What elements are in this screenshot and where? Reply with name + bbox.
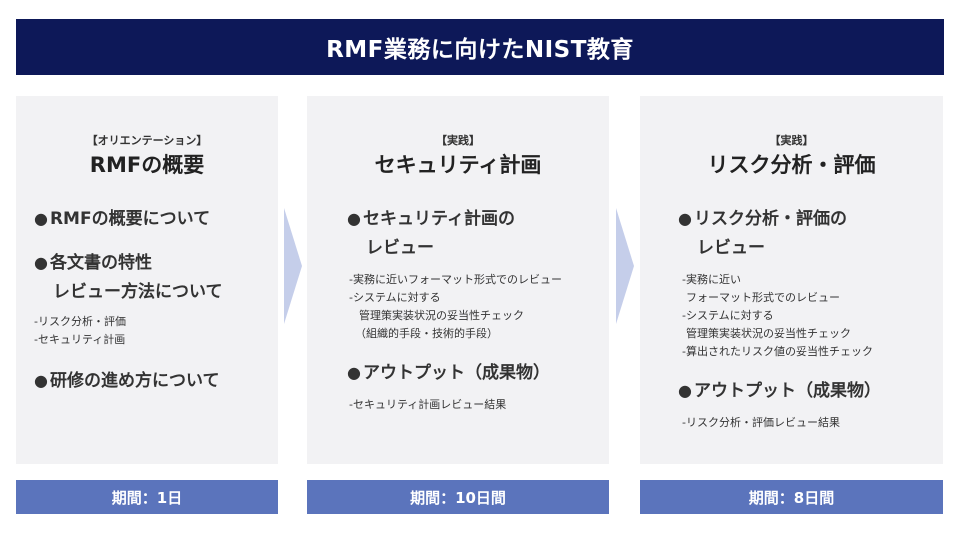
agenda-sub-item: 管理策実装状況の妥当性チェック [686,327,851,340]
chevron-right-icon [616,208,634,324]
card-security-plan: 【実践】 セキュリティ計画 ●セキュリティ計画の レビュー -実務に近いフォーマ… [307,96,609,464]
agenda-item-heading: リスク分析・評価の [693,209,847,229]
card-title: セキュリティ計画 [374,153,542,177]
bullet-icon: ● [34,253,48,272]
agenda-item-heading-cont: レビュー [697,238,765,258]
agenda-item: ●研修の進め方について [34,366,219,396]
page-title: RMF業務に向けたNIST教育 [326,37,634,63]
bullet-icon: ● [678,209,692,228]
period-label: 期間：10日間 [410,488,506,507]
period-bar: 期間：10日間 [307,480,609,514]
agenda-sub-item: -セキュリティ計画レビュー結果 [349,398,507,411]
period-label: 期間：8日間 [748,488,835,507]
bullet-icon: ● [347,363,361,382]
period-bar: 期間：1日 [16,480,278,514]
card-title: RMFの概要 [89,153,205,177]
chevron-right-icon [284,208,302,324]
card-title: リスク分析・評価 [707,153,876,177]
agenda-item-heading: 研修の進め方について [49,371,220,391]
agenda-sub-item: -システムに対する [682,309,774,322]
card-tag: 【オリエンテーション】 [86,134,208,147]
page-title-banner: RMF業務に向けたNIST教育 [16,19,944,75]
agenda-item: ●各文書の特性 レビュー方法について -リスク分析・評価 -セキュリティ計画 [34,248,223,349]
agenda-item-heading: RMFの概要について [49,209,211,229]
agenda-item: ●アウトプット（成果物） -セキュリティ計画レビュー結果 [347,358,550,414]
agenda-item-heading: アウトプット（成果物） [693,381,881,401]
agenda-sub-item: フォーマット形式でのレビュー [686,291,840,304]
agenda-item-heading: アウトプット（成果物） [362,363,550,383]
card-tag: 【実践】 [436,134,480,147]
agenda-sub-item: （組織的手段・技術的手段） [355,327,498,340]
agenda-sub-item: -実務に近い [682,273,741,286]
agenda-item-heading: セキュリティ計画の [362,209,515,229]
agenda-sub-item: -システムに対する [349,291,441,304]
bullet-icon: ● [347,209,361,228]
agenda-item-heading: 各文書の特性 [49,253,152,273]
agenda-item-heading-cont: レビュー方法について [53,282,223,302]
agenda-sub-item: -実務に近いフォーマット形式でのレビュー [349,273,562,286]
agenda-item: ●セキュリティ計画の レビュー -実務に近いフォーマット形式でのレビュー -シス… [347,204,562,343]
card-tag: 【実践】 [769,134,814,147]
period-bar: 期間：8日間 [640,480,943,514]
card-risk-analysis: 【実践】 リスク分析・評価 ●リスク分析・評価の レビュー -実務に近い フォー… [640,96,943,464]
bullet-icon: ● [34,209,48,228]
card-rmf-overview: 【オリエンテーション】 RMFの概要 ●RMFの概要について ●各文書の特性 レ… [16,96,278,464]
agenda-item: ●リスク分析・評価の レビュー -実務に近い フォーマット形式でのレビュー -シ… [678,204,873,361]
agenda-item: ●アウトプット（成果物） -リスク分析・評価レビュー結果 [678,376,881,432]
agenda-item-heading-cont: レビュー [366,238,434,258]
agenda-sub-item: -算出されたリスク値の妥当性チェック [682,345,873,358]
agenda-item: ●RMFの概要について [34,204,210,234]
agenda-sub-item: -セキュリティ計画 [34,333,126,346]
bullet-icon: ● [34,371,48,390]
agenda-sub-item: -リスク分析・評価 [34,315,126,328]
agenda-sub-item: 管理策実装状況の妥当性チェック [359,309,524,322]
period-label: 期間：1日 [111,488,183,507]
agenda-sub-item: -リスク分析・評価レビュー結果 [682,416,840,429]
bullet-icon: ● [678,381,692,400]
